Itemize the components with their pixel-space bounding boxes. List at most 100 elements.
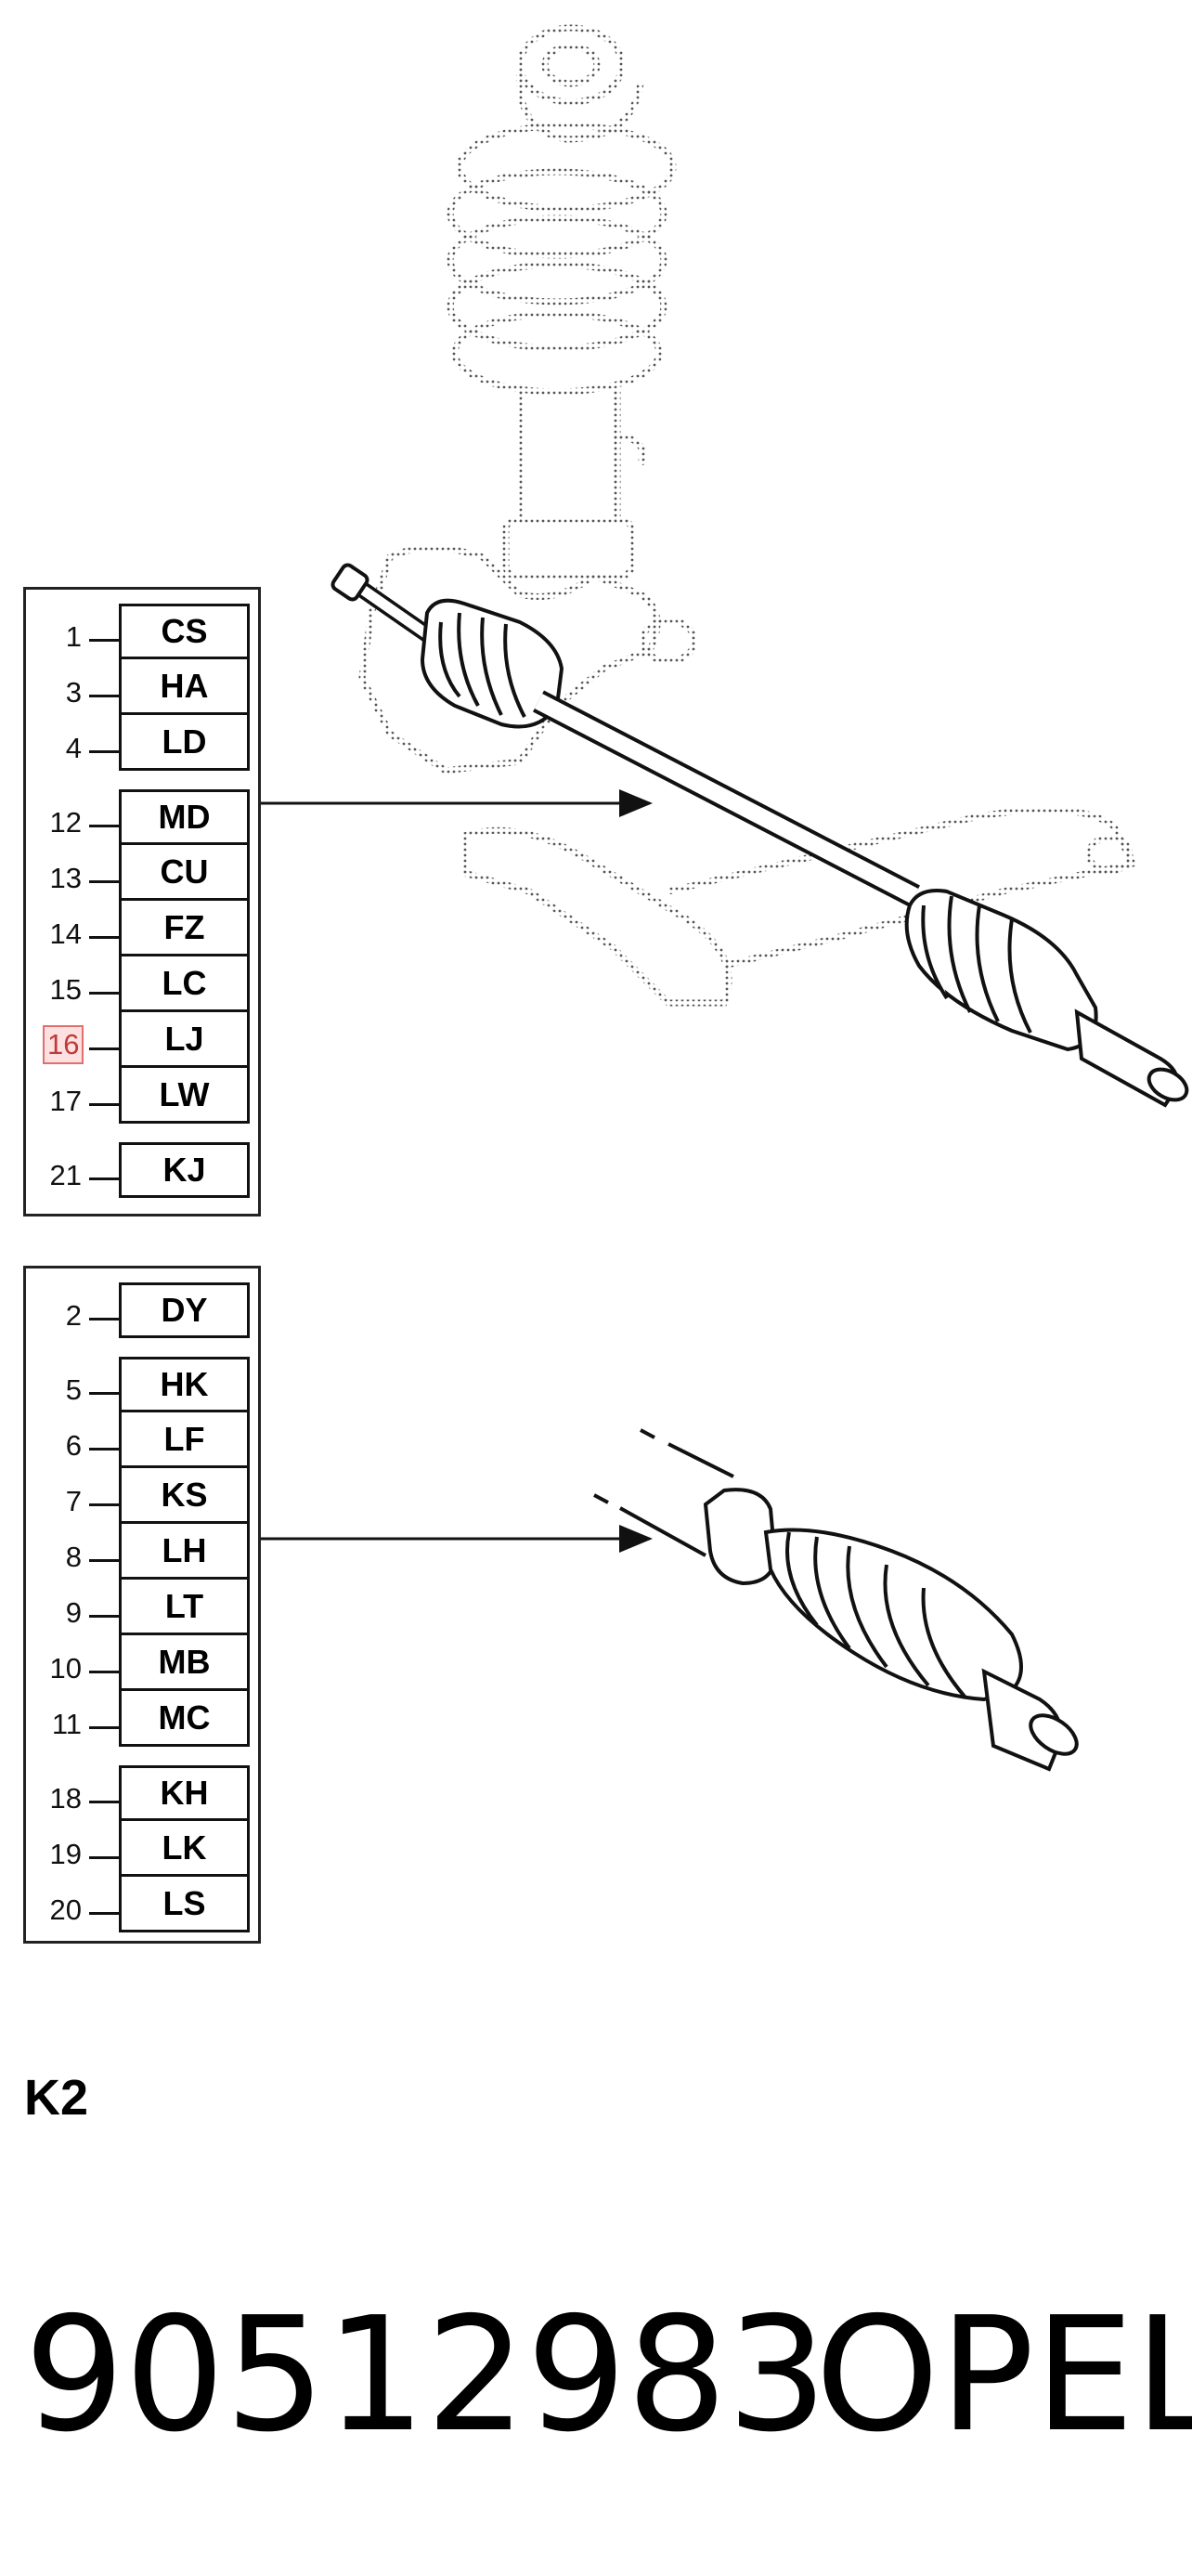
code-label: MB bbox=[158, 1642, 211, 1681]
legend-row[interactable]: 19 LK bbox=[26, 1821, 267, 1877]
code-box: HA bbox=[119, 659, 250, 715]
leader-tick bbox=[89, 1615, 119, 1618]
leader-tick bbox=[89, 1671, 119, 1673]
leader-tick bbox=[89, 1856, 119, 1859]
legend-row[interactable]: 5 HK bbox=[26, 1357, 267, 1412]
row-number: 3 bbox=[65, 676, 82, 709]
legend-row[interactable]: 6 LF bbox=[26, 1412, 267, 1468]
code-box: KJ bbox=[119, 1142, 250, 1198]
legend-row[interactable]: 13 CU bbox=[26, 845, 267, 901]
leader-tick bbox=[89, 1448, 119, 1451]
row-number: 11 bbox=[51, 1708, 82, 1740]
drive-shaft-detail bbox=[593, 1428, 1079, 1772]
leader-tick bbox=[89, 1047, 119, 1050]
row-number: 13 bbox=[49, 862, 82, 894]
legend-row-highlighted[interactable]: 16 LJ bbox=[26, 1012, 267, 1068]
code-box: LC bbox=[119, 956, 250, 1012]
legend-row[interactable]: 18 KH bbox=[26, 1765, 267, 1821]
code-label: LC bbox=[162, 963, 207, 1002]
leader-tick bbox=[89, 1559, 119, 1562]
code-label: HA bbox=[160, 666, 209, 705]
code-label: MD bbox=[158, 798, 211, 836]
leader-tick bbox=[89, 1318, 119, 1321]
code-box: MB bbox=[119, 1635, 250, 1691]
row-number: 15 bbox=[49, 973, 82, 1006]
row-number: 12 bbox=[49, 806, 82, 839]
leader-tick bbox=[89, 1912, 119, 1915]
row-number: 1 bbox=[65, 620, 82, 653]
code-label: LS bbox=[162, 1883, 206, 1922]
legend-row[interactable]: 8 LH bbox=[26, 1524, 267, 1580]
code-label: LW bbox=[159, 1074, 210, 1113]
leader-tick bbox=[89, 936, 119, 939]
code-box: DY bbox=[119, 1282, 250, 1338]
code-box: FZ bbox=[119, 901, 250, 956]
legend-bottom: 2 DY 5 HK 6 LF 7 KS 8 LH 9 LT 10 MB 11 M… bbox=[23, 1266, 261, 1944]
row-number: 10 bbox=[49, 1652, 82, 1685]
legend-row[interactable]: 4 LD bbox=[26, 715, 267, 771]
code-label: KJ bbox=[162, 1151, 206, 1189]
leader-tick bbox=[89, 992, 119, 995]
code-box: LW bbox=[119, 1068, 250, 1124]
legend-row[interactable]: 20 LS bbox=[26, 1877, 267, 1932]
code-box: LS bbox=[119, 1877, 250, 1932]
leader-tick bbox=[89, 1103, 119, 1106]
row-number: 17 bbox=[49, 1085, 82, 1117]
leader-tick bbox=[89, 695, 119, 697]
legend-row[interactable]: 3 HA bbox=[26, 659, 267, 715]
leader-tick bbox=[89, 1726, 119, 1729]
code-label: DY bbox=[161, 1291, 208, 1329]
code-box: HK bbox=[119, 1357, 250, 1412]
legend-row[interactable]: 1 CS bbox=[26, 604, 267, 659]
part-number: 90512983 bbox=[24, 2283, 828, 2467]
code-label: LK bbox=[162, 1828, 207, 1867]
code-label: FZ bbox=[163, 907, 205, 946]
row-number: 6 bbox=[65, 1429, 82, 1462]
code-label: LF bbox=[163, 1419, 205, 1458]
code-box: LJ bbox=[119, 1012, 250, 1068]
row-number: 8 bbox=[65, 1541, 82, 1573]
legend-row[interactable]: 10 MB bbox=[26, 1635, 267, 1691]
section-label: K2 bbox=[24, 2070, 89, 2126]
leader-tick bbox=[89, 1392, 119, 1395]
legend-row[interactable]: 2 DY bbox=[26, 1282, 267, 1338]
legend-row[interactable]: 14 FZ bbox=[26, 901, 267, 956]
row-number-highlighted: 16 bbox=[43, 1025, 84, 1064]
row-number: 18 bbox=[49, 1782, 82, 1815]
code-label: CS bbox=[161, 612, 208, 650]
legend-row[interactable]: 11 MC bbox=[26, 1691, 267, 1747]
code-box: LD bbox=[119, 715, 250, 771]
legend-top: 1 CS 3 HA 4 LD 12 MD 13 CU 14 FZ 15 LC 1… bbox=[23, 587, 261, 1216]
code-label: HK bbox=[160, 1365, 209, 1403]
legend-row[interactable]: 9 LT bbox=[26, 1580, 267, 1635]
row-number: 19 bbox=[49, 1838, 82, 1870]
legend-row[interactable]: 7 KS bbox=[26, 1468, 267, 1524]
code-label: KH bbox=[160, 1774, 209, 1812]
leader-tick bbox=[89, 825, 119, 827]
drive-shaft-upper bbox=[330, 563, 1189, 1108]
code-box: LF bbox=[119, 1412, 250, 1468]
row-number: 2 bbox=[65, 1299, 82, 1332]
brand-name: OPEL bbox=[815, 2283, 1192, 2467]
legend-row[interactable]: 15 LC bbox=[26, 956, 267, 1012]
code-label: CU bbox=[160, 852, 209, 891]
code-box: LT bbox=[119, 1580, 250, 1635]
row-number: 14 bbox=[49, 917, 82, 950]
code-box: KH bbox=[119, 1765, 250, 1821]
code-label: MC bbox=[158, 1698, 211, 1737]
strut-assembly bbox=[358, 24, 1138, 1007]
code-box: KS bbox=[119, 1468, 250, 1524]
legend-row[interactable]: 17 LW bbox=[26, 1068, 267, 1124]
code-label: LH bbox=[162, 1530, 207, 1569]
leader-tick bbox=[89, 750, 119, 753]
leader-tick bbox=[89, 1177, 119, 1180]
row-number: 9 bbox=[65, 1596, 82, 1629]
legend-row[interactable]: 21 KJ bbox=[26, 1142, 267, 1198]
code-label: LJ bbox=[164, 1019, 204, 1058]
code-box: MC bbox=[119, 1691, 250, 1747]
row-number: 7 bbox=[65, 1485, 82, 1517]
legend-row[interactable]: 12 MD bbox=[26, 789, 267, 845]
row-number: 20 bbox=[49, 1893, 82, 1926]
leader-tick bbox=[89, 1503, 119, 1506]
